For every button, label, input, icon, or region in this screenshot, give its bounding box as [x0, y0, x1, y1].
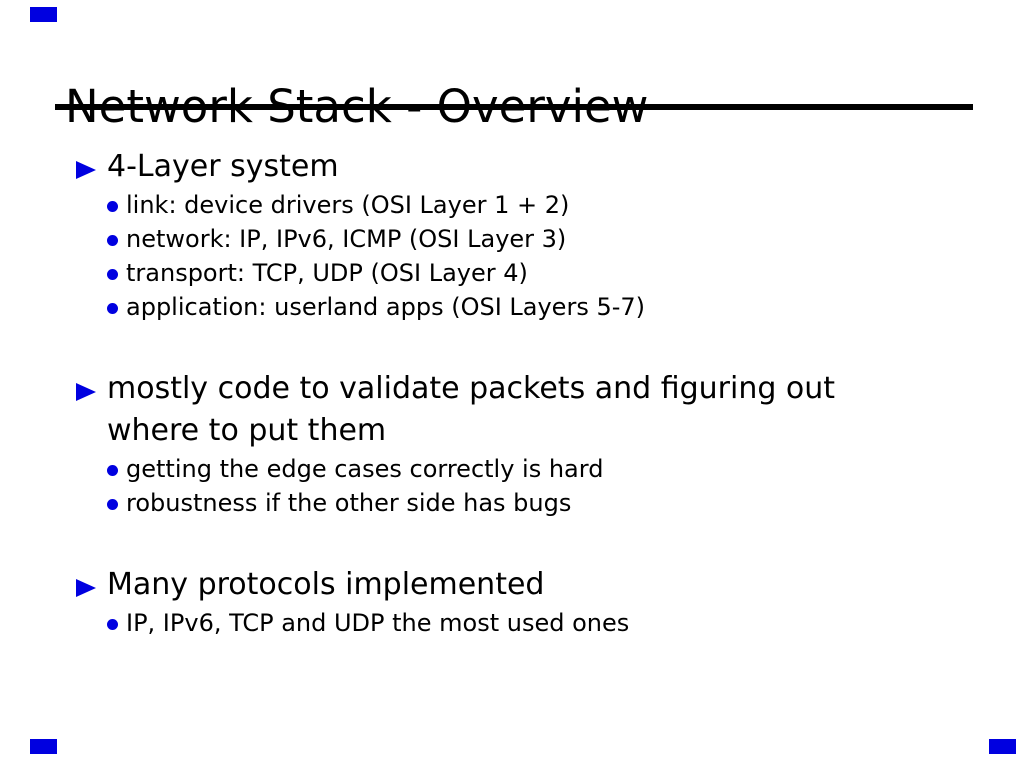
main-bullet: 4-Layer system [76, 146, 946, 188]
main-bullet-text: 4-Layer system [107, 149, 339, 184]
sub-bullet-text: transport: TCP, UDP (OSI Layer 4) [126, 259, 528, 287]
corner-marker-top-left-icon [30, 7, 57, 22]
sub-bullet: link: device drivers (OSI Layer 1 + 2) [107, 188, 946, 222]
sub-bullet-text: application: userland apps (OSI Layers 5… [126, 293, 646, 321]
sub-bullet-text: robustness if the other side has bugs [126, 489, 572, 517]
slide-content: 4-Layer system link: device drivers (OSI… [76, 146, 946, 684]
dot-bullet-icon [107, 269, 118, 280]
sub-bullet: transport: TCP, UDP (OSI Layer 4) [107, 256, 946, 290]
main-bullet: Many protocols implemented [76, 564, 946, 606]
triangle-bullet-icon [76, 161, 96, 179]
dot-bullet-icon [107, 619, 118, 630]
main-bullet: mostly code to validate packets and figu… [76, 368, 946, 452]
dot-bullet-icon [107, 235, 118, 246]
main-bullet-line-1: mostly code to validate packets and figu… [107, 371, 836, 406]
dot-bullet-icon [107, 303, 118, 314]
sub-bullet: robustness if the other side has bugs [107, 486, 946, 520]
sub-bullet: IP, IPv6, TCP and UDP the most used ones [107, 606, 946, 640]
sub-bullet: application: userland apps (OSI Layers 5… [107, 290, 946, 324]
main-bullet-text: mostly code to validate packets and figu… [107, 368, 835, 452]
main-bullet-line-2: where to put them [107, 413, 387, 448]
corner-marker-bottom-right-icon [989, 739, 1016, 754]
sub-bullet: getting the edge cases correctly is hard [107, 452, 946, 486]
sub-bullet-text: link: device drivers (OSI Layer 1 + 2) [126, 191, 570, 219]
dot-bullet-icon [107, 465, 118, 476]
bullet-section-4-layer-system: 4-Layer system link: device drivers (OSI… [76, 146, 946, 324]
corner-marker-bottom-left-icon [30, 739, 57, 754]
title-underline [55, 104, 973, 110]
sub-bullet: network: IP, IPv6, ICMP (OSI Layer 3) [107, 222, 946, 256]
dot-bullet-icon [107, 201, 118, 212]
dot-bullet-icon [107, 499, 118, 510]
bullet-section-validate-packets: mostly code to validate packets and figu… [76, 368, 946, 520]
sub-bullet-text: IP, IPv6, TCP and UDP the most used ones [126, 609, 630, 637]
bullet-section-many-protocols: Many protocols implemented IP, IPv6, TCP… [76, 564, 946, 640]
sub-bullet-text: network: IP, IPv6, ICMP (OSI Layer 3) [126, 225, 567, 253]
triangle-bullet-icon [76, 383, 96, 401]
triangle-bullet-icon [76, 579, 96, 597]
main-bullet-text: Many protocols implemented [107, 567, 545, 602]
sub-bullet-text: getting the edge cases correctly is hard [126, 455, 604, 483]
